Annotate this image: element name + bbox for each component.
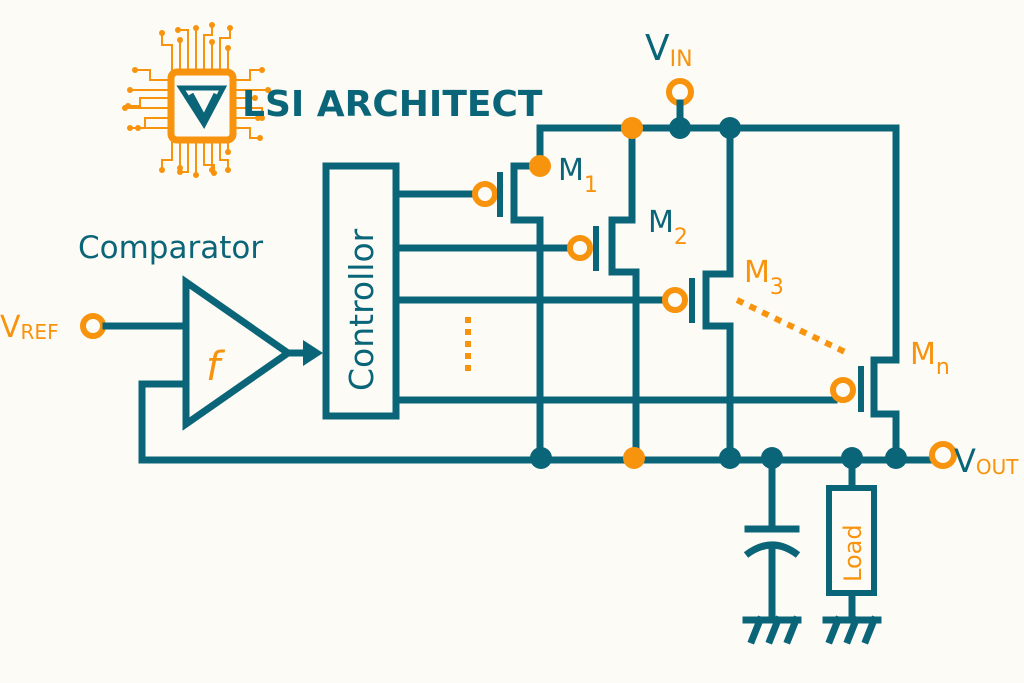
junction-out-m2 bbox=[623, 447, 645, 469]
transistor-m1 bbox=[472, 162, 544, 464]
vin-label: VIN bbox=[645, 28, 693, 72]
junction-vin-m2 bbox=[621, 117, 643, 139]
transistor-m3 bbox=[662, 124, 734, 464]
logo: LSI ARCHITECT bbox=[122, 22, 543, 178]
load-label: Load bbox=[839, 524, 867, 582]
m2-label: M2 bbox=[648, 205, 688, 250]
v-mark-icon bbox=[176, 85, 228, 129]
gate-bubble-m3 bbox=[662, 287, 688, 313]
junction-out-m3 bbox=[719, 447, 741, 469]
comparator-function-icon: f bbox=[206, 344, 226, 390]
junction-m1-source bbox=[529, 155, 551, 177]
output-capacitor bbox=[742, 456, 802, 645]
junction-mn bbox=[885, 447, 907, 469]
brand-name: LSI ARCHITECT bbox=[242, 84, 543, 125]
gate-bubble-mn bbox=[830, 377, 856, 403]
comparator-label: Comparator bbox=[78, 230, 263, 266]
continuation-dots bbox=[735, 297, 847, 355]
m3-label: M3 bbox=[744, 255, 784, 300]
feedback-wire bbox=[138, 380, 904, 464]
load-resistor: Load bbox=[822, 456, 882, 645]
junction-vin bbox=[669, 117, 691, 139]
controller-label: Controllor bbox=[342, 228, 381, 391]
vref-label: VREF bbox=[0, 310, 59, 345]
transistor-mn bbox=[830, 356, 900, 464]
comparator-symbol bbox=[182, 275, 295, 431]
m1-label: M1 bbox=[558, 153, 598, 198]
ground-icon bbox=[822, 615, 882, 645]
controller-block bbox=[322, 162, 400, 420]
mn-label: Mn bbox=[910, 337, 950, 380]
transistor-m2 bbox=[567, 124, 640, 464]
arrow-right-icon bbox=[303, 340, 323, 366]
junction-vin-m3 bbox=[719, 117, 741, 139]
chip-icon bbox=[125, 25, 268, 175]
vin-rail bbox=[536, 124, 900, 364]
ground-icon bbox=[742, 615, 802, 645]
chip-body bbox=[167, 68, 237, 144]
junction-load bbox=[841, 447, 863, 469]
vout-terminal bbox=[929, 441, 957, 469]
junction-cap bbox=[761, 447, 783, 469]
gate-bubble-m1 bbox=[472, 181, 498, 207]
gate-bubble-m2 bbox=[567, 235, 593, 261]
vout-label: VOUT bbox=[954, 442, 1019, 480]
vref-terminal bbox=[80, 313, 106, 339]
junction-out-m1 bbox=[530, 447, 552, 469]
